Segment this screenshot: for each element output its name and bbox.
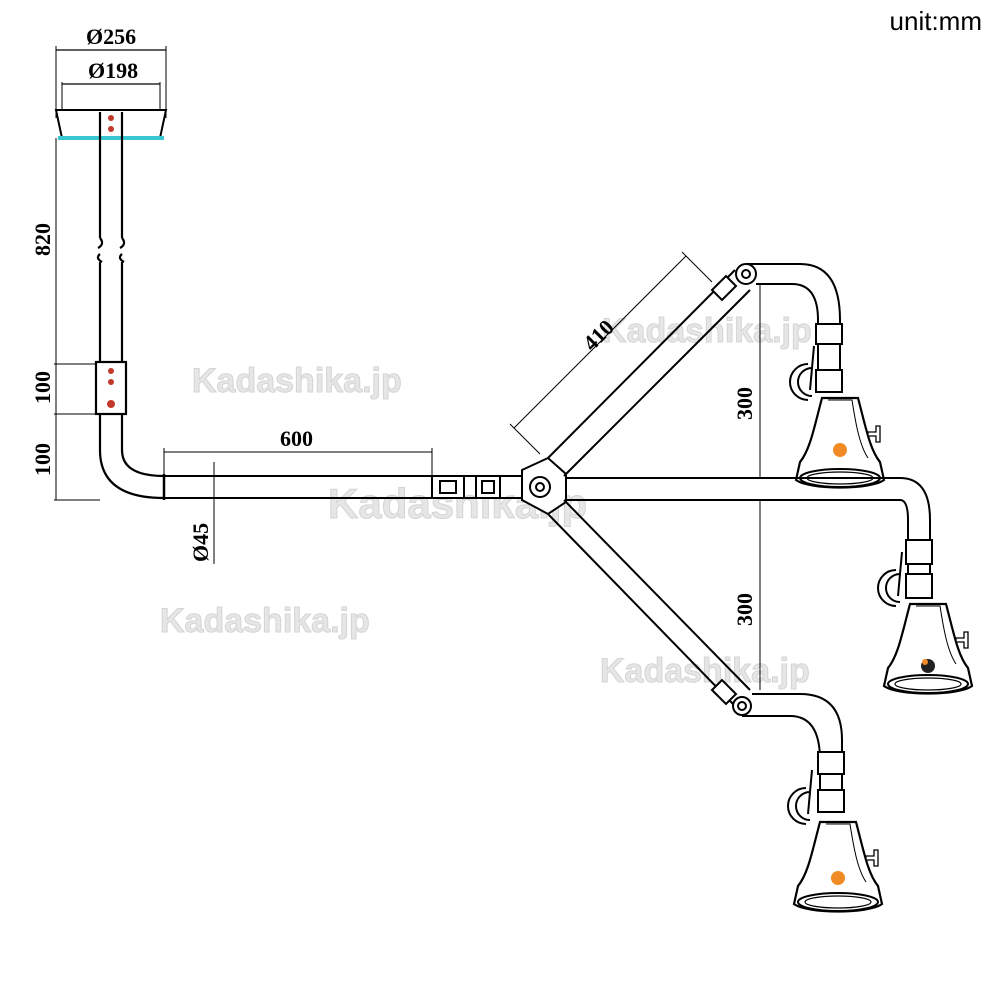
dim-mount-upper: 100 <box>30 371 55 404</box>
lamp-head-icon <box>786 768 884 913</box>
dim-canopy-outer: Ø256 <box>86 24 136 49</box>
dim-head-drop-lower: 300 <box>732 593 757 626</box>
lamp-head-icon <box>788 344 886 489</box>
dim-mount-lower: 100 <box>30 443 55 476</box>
unit-label: unit:mm <box>889 6 982 36</box>
dim-horizontal-arm: 600 <box>280 426 313 451</box>
ceiling-canopy <box>54 46 168 140</box>
extension-arm <box>566 477 933 599</box>
watermark: Kadashika.jp <box>600 652 810 690</box>
lower-swing-arm <box>547 499 845 813</box>
dim-canopy-inner: Ø198 <box>88 58 138 83</box>
watermark: Kadashika.jp <box>602 312 812 350</box>
vertical-drop-pole <box>94 112 165 500</box>
dim-tube-diameter: Ø45 <box>188 523 213 562</box>
dim-drop-length: 820 <box>30 223 55 256</box>
horizontal-arm <box>162 474 522 500</box>
watermark: Kadashika.jp <box>192 362 402 400</box>
lamp-head-icon <box>876 550 974 695</box>
joint-icon <box>521 456 567 516</box>
upper-swing-arm <box>547 263 843 477</box>
dim-head-drop-upper: 300 <box>732 387 757 420</box>
mount-screw-icon <box>107 115 115 408</box>
watermark: Kadashika.jp <box>160 602 370 640</box>
